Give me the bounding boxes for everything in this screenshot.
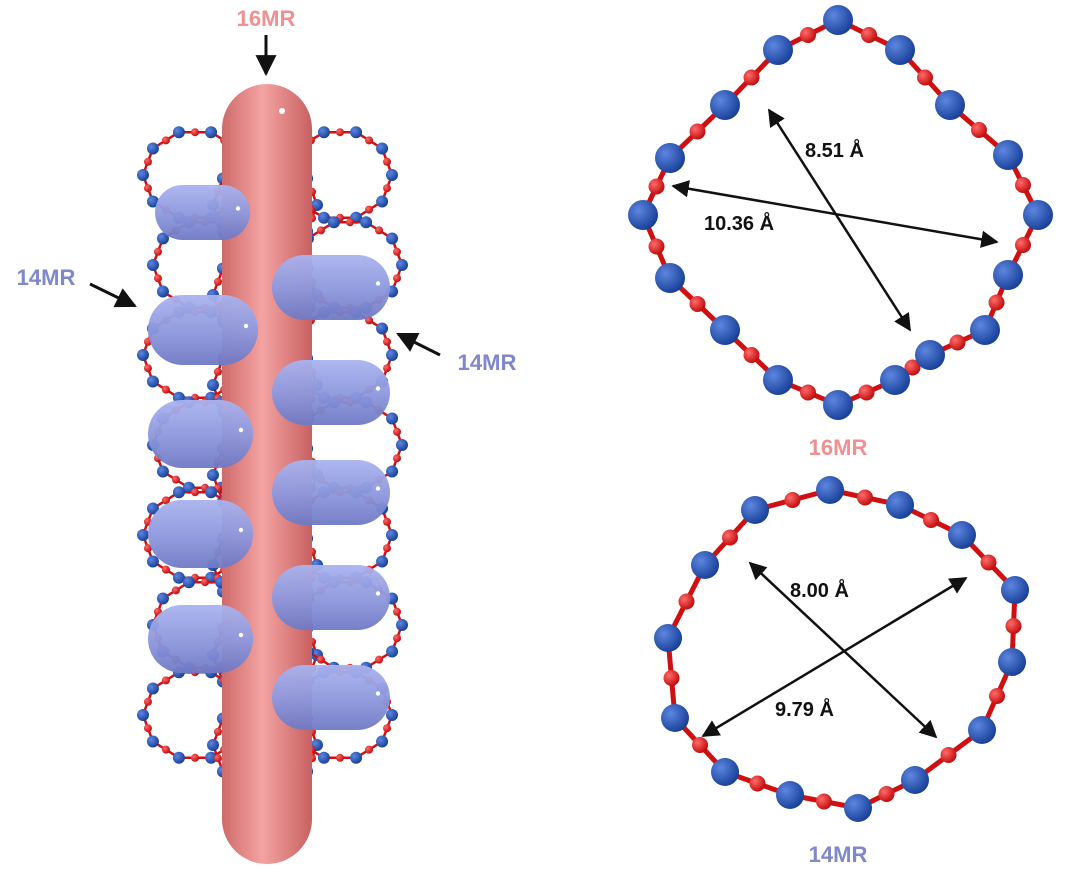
- ring16-dimension-arrows: [671, 108, 999, 332]
- ring14-caption: 14MR: [809, 842, 868, 867]
- label-14mr-left: 14MR: [17, 265, 76, 290]
- ring14-distance-2: 9.79 Å: [775, 697, 834, 721]
- channels-14mr: [148, 185, 390, 730]
- ring-16mr: [628, 5, 1053, 420]
- ring16-distance-1: 8.51 Å: [805, 138, 864, 162]
- arrow-icon: [89, 35, 441, 357]
- label-14mr-right: 14MR: [458, 350, 517, 375]
- ring16-distance-2: 10.36 Å: [704, 211, 774, 235]
- ring14-dimension-arrows: [701, 561, 968, 739]
- ring16-caption: 16MR: [809, 435, 868, 460]
- label-16mr-top: 16MR: [237, 6, 296, 31]
- ring14-distance-1: 8.00 Å: [790, 578, 849, 602]
- ring-14mr: [654, 476, 1029, 822]
